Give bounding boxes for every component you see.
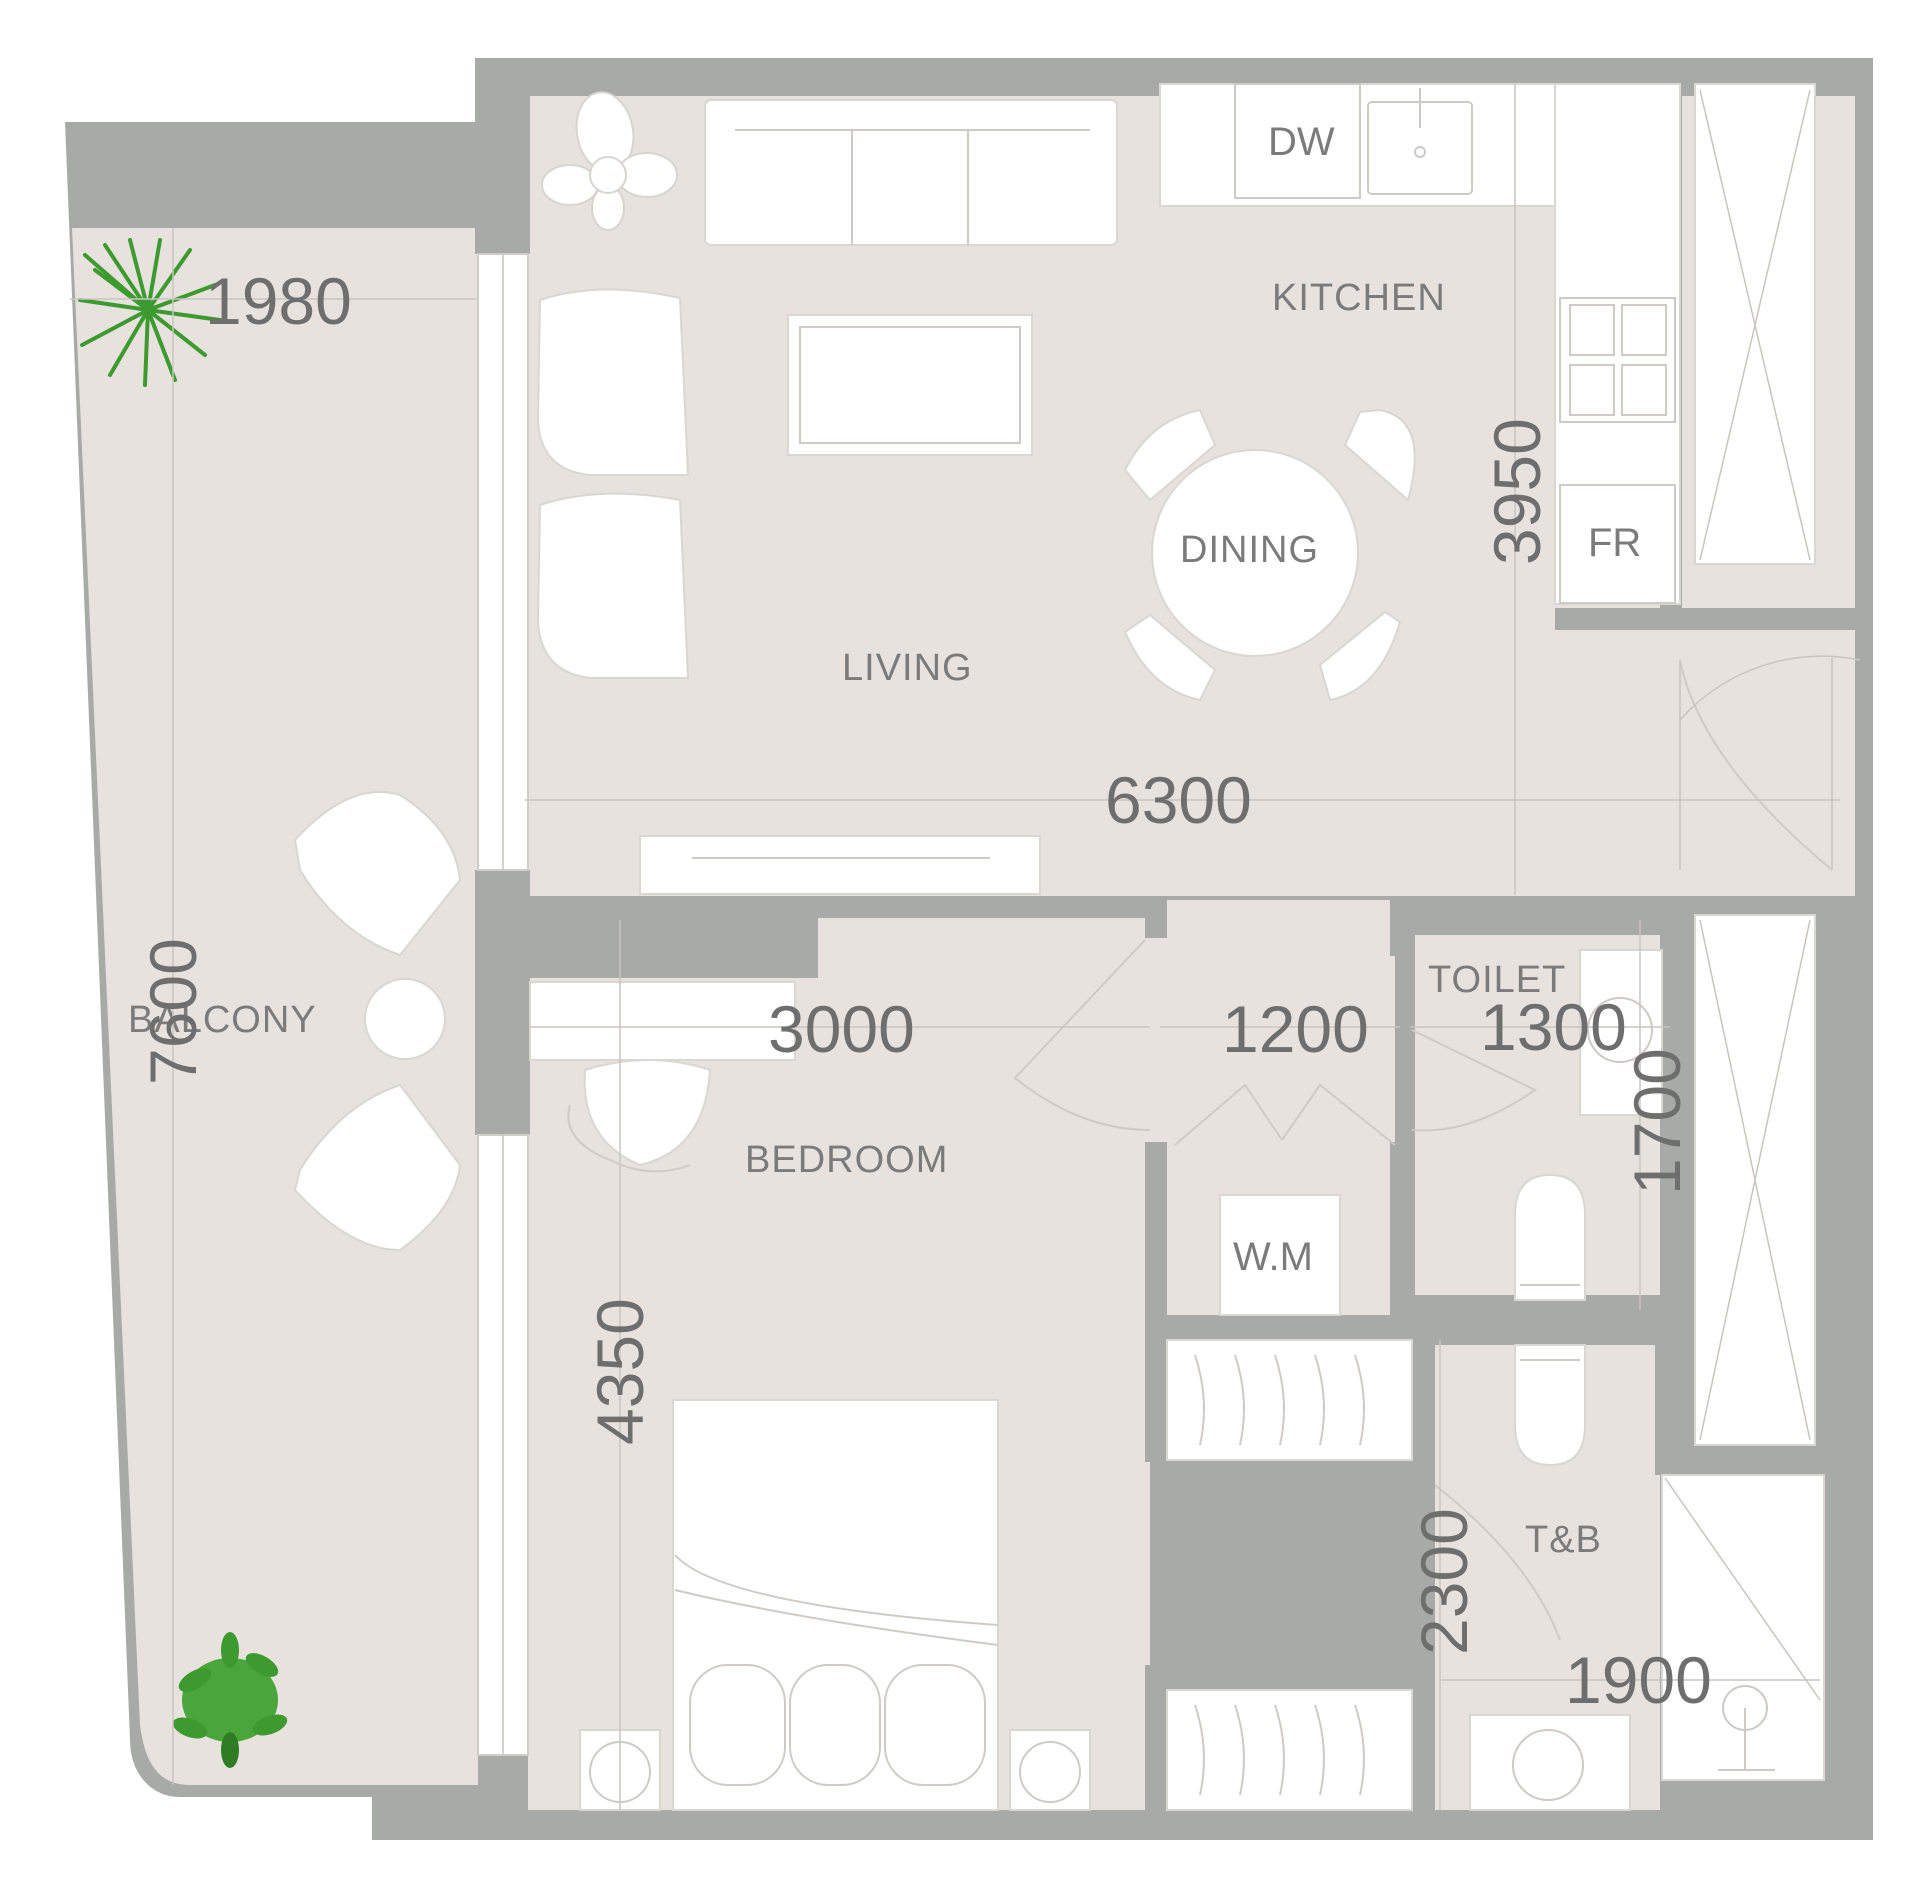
wall-corridor-left-low <box>1145 1665 1167 1812</box>
tb-label: T&B <box>1525 1519 1602 1561</box>
hob <box>1559 297 1676 423</box>
right-shaft-panel <box>1694 914 1816 1446</box>
palm-plant-icon <box>78 238 222 387</box>
wardrobe-bottom <box>1166 1689 1413 1811</box>
dim-bedroom-depth: 4350 <box>583 1298 657 1445</box>
shower-area <box>1661 1474 1825 1781</box>
decor-plant-icon <box>541 91 678 231</box>
dim-toilet-width: 1300 <box>1480 990 1627 1064</box>
toilet-door <box>1411 1029 1537 1132</box>
dim-corridor-width: 1200 <box>1222 992 1369 1066</box>
kitchen-label: KITCHEN <box>1272 277 1446 319</box>
sofa <box>704 99 1118 246</box>
wall-wardrobe-right-low <box>1410 1665 1432 1812</box>
dim-tb-depth: 2300 <box>1407 1508 1481 1655</box>
wall-toilet-stub <box>1390 896 1412 956</box>
tb-door <box>1434 1484 1561 1641</box>
fridge-label: FR <box>1588 521 1641 565</box>
wall-corridor-right <box>1390 1142 1412 1320</box>
wm-cabinet-doors <box>1174 1083 1396 1146</box>
desk <box>529 981 796 1061</box>
wall-bedroom-header <box>528 896 818 978</box>
balcony-chair-1 <box>293 791 462 957</box>
dimension-lines <box>70 84 1840 1810</box>
bedroom-door <box>1013 939 1151 1131</box>
dim-kitchen-depth: 3950 <box>1480 418 1554 565</box>
desk-chair <box>583 1059 712 1167</box>
pillows <box>689 1664 986 1786</box>
dim-balcony-width: 1980 <box>205 264 352 338</box>
wall-toilet-top <box>1390 896 1680 918</box>
bedroom-label: BEDROOM <box>745 1139 948 1181</box>
dishwasher <box>1234 83 1361 199</box>
washing-machine <box>1219 1194 1341 1316</box>
nightstand-right <box>1009 1729 1091 1811</box>
coffee-table <box>787 314 1033 456</box>
dim-toilet-depth: 1700 <box>1620 1048 1694 1195</box>
tb-wc <box>1514 1344 1586 1467</box>
balcony-table <box>364 978 446 1060</box>
shower-tap-icon <box>1718 1685 1775 1771</box>
armchair-2 <box>536 492 690 679</box>
wm-label: W.M <box>1233 1235 1313 1279</box>
wall-stub-left <box>1145 896 1167 938</box>
wall-living-left <box>475 96 530 254</box>
dining-set <box>1123 408 1416 702</box>
wardrobe-top <box>1166 1339 1413 1461</box>
leafy-plant-icon <box>172 1632 288 1768</box>
dishwasher-label: DW <box>1268 120 1335 164</box>
dim-living-width: 6300 <box>1105 763 1252 837</box>
dim-tb-width: 1900 <box>1565 1643 1712 1717</box>
tv-unit <box>639 835 1041 895</box>
wall-wardrobe-right <box>1410 1335 1432 1485</box>
wall-balcony-living-pier <box>475 870 530 1135</box>
dim-bedroom-width: 3000 <box>768 992 915 1066</box>
toilet-wc <box>1514 1173 1586 1301</box>
balcony-chair-2 <box>293 1083 462 1252</box>
entry-floor <box>1555 650 1855 870</box>
armchair-1 <box>536 288 690 476</box>
toilet-label: TOILET <box>1428 959 1566 1001</box>
dim-balcony-length: 7600 <box>136 938 210 1085</box>
living-label: LIVING <box>842 647 973 689</box>
entrance-door <box>1679 658 1833 871</box>
wall-kitchen-bottom <box>1555 608 1855 630</box>
wall-shaft-left <box>1660 918 1682 1338</box>
balcony-label: BALCONY <box>128 999 317 1041</box>
wall-tb-shower <box>1655 1330 1677 1475</box>
wall-corridor-left <box>1145 1142 1167 1462</box>
toilet-vanity <box>1579 949 1663 1116</box>
dining-label: DINING <box>1180 529 1319 571</box>
fridge <box>1559 484 1676 604</box>
